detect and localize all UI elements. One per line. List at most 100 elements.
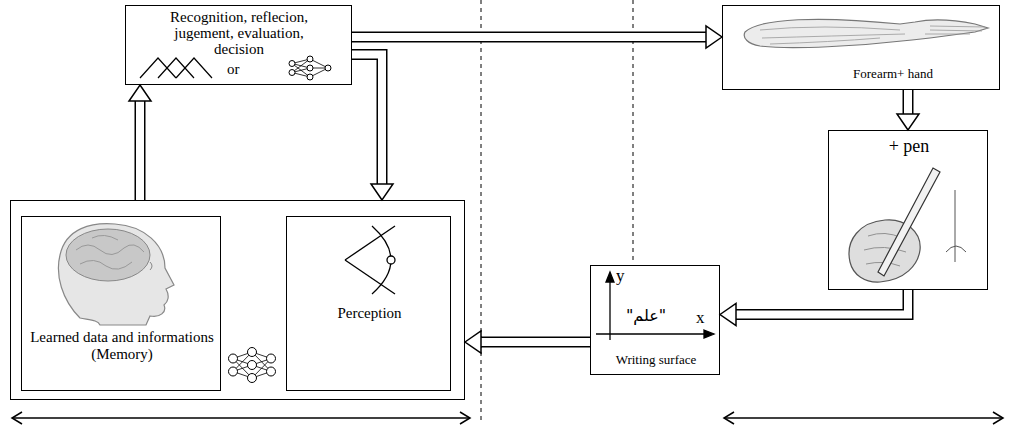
pen-box: + pen xyxy=(828,130,988,290)
box-label: Forearm+ hand xyxy=(793,66,993,81)
arrow-shaft xyxy=(352,55,382,185)
arrow-shaft xyxy=(904,90,912,115)
box-label: Learned data and informations (Memory) xyxy=(27,329,217,363)
neural-net-icon xyxy=(248,361,257,370)
written-word: "علم" xyxy=(626,305,666,327)
fuzzy-sets-icon xyxy=(176,58,212,78)
arrow-head xyxy=(465,331,481,353)
head-illustration xyxy=(150,262,152,270)
perception-symbol xyxy=(345,226,395,294)
extent-bracket xyxy=(12,412,22,424)
neural-net-icon xyxy=(229,354,238,363)
arrow-head xyxy=(897,114,919,130)
connective-word: or xyxy=(227,61,240,78)
arrow-shaft xyxy=(352,33,707,41)
arrow-head xyxy=(129,85,151,101)
forearm-illustration xyxy=(744,19,988,47)
hand-pen-illustration xyxy=(878,168,940,276)
arrow-shaft xyxy=(480,337,590,348)
label-holder: x xyxy=(696,308,705,328)
writing-axes xyxy=(606,272,614,282)
arrow-head xyxy=(706,26,722,48)
axis-label: x xyxy=(696,308,705,328)
neural-net-icon xyxy=(267,367,276,376)
flow-arrow xyxy=(129,85,151,200)
arrow-shaft xyxy=(480,338,590,346)
flow-arrow xyxy=(897,90,919,130)
label-holder: y xyxy=(616,266,625,286)
neural-net-icon xyxy=(229,56,332,383)
perception-symbol xyxy=(345,226,395,260)
writing-axes xyxy=(609,276,610,340)
fuzzy-sets-icon xyxy=(140,58,176,78)
neural-net-icon xyxy=(289,61,295,67)
neural-net-icon xyxy=(307,56,313,62)
neural-net-icon xyxy=(229,348,276,383)
perception-symbol xyxy=(345,260,395,294)
forearm-illustration xyxy=(925,26,985,34)
arrow-shaft xyxy=(735,290,908,315)
head-illustration xyxy=(92,235,118,240)
head-illustration xyxy=(80,260,132,269)
neural-net-icon xyxy=(289,56,331,80)
forearm-illustration xyxy=(762,34,905,38)
arrow-shaft xyxy=(903,90,914,115)
flow-arrow xyxy=(352,55,393,200)
fuzzy-sets-icon xyxy=(140,58,212,78)
arrow-shaft xyxy=(135,100,146,200)
perception-box: Perception xyxy=(286,216,451,391)
neural-net-icon xyxy=(307,65,313,71)
head-illustration xyxy=(66,229,150,281)
neural-net-icon xyxy=(267,354,276,363)
arrow-shaft xyxy=(352,32,707,43)
box-label: + pen xyxy=(829,136,989,157)
neural-net-icon xyxy=(229,367,238,376)
neural-net-icon xyxy=(325,65,331,71)
head-illustration xyxy=(58,224,174,325)
flow-arrow xyxy=(465,331,590,353)
extent-bracket xyxy=(724,417,1003,419)
arrow-shaft xyxy=(352,55,382,185)
arrow-head xyxy=(371,184,393,200)
neural-net-icon xyxy=(289,70,295,76)
forearm-illustration xyxy=(760,27,900,30)
head-illustration xyxy=(76,245,144,255)
forearm-box: Forearm+ hand xyxy=(722,5,1000,90)
memory-box: Learned data and informations (Memory) xyxy=(21,216,221,391)
writing-axes xyxy=(704,330,714,338)
box-label: Recognition, reflecion, jugement, evalua… xyxy=(159,9,319,57)
hand-pen-illustration xyxy=(946,246,966,252)
hand-pen-illustration xyxy=(849,168,966,282)
neural-net-icon xyxy=(307,74,313,80)
neural-net-icon xyxy=(248,374,257,383)
extent-bracket xyxy=(12,417,470,419)
perception-symbol xyxy=(387,256,395,264)
forearm-illustration xyxy=(744,19,988,47)
extent-bracket xyxy=(460,412,470,424)
box-label: Perception xyxy=(292,305,447,322)
zone-divider xyxy=(481,0,482,424)
cognition-box: Learned data and informations (Memory) Pe… xyxy=(10,200,465,400)
decision-box: Recognition, reflecion, jugement, evalua… xyxy=(125,5,352,85)
writing-axes xyxy=(596,333,708,334)
arrow-shaft xyxy=(136,100,144,200)
flow-arrow xyxy=(720,290,908,326)
axis-label: y xyxy=(616,266,625,286)
extent-bracket xyxy=(12,412,1003,424)
extent-bracket xyxy=(993,412,1003,424)
label-holder: "علم" xyxy=(626,305,666,327)
arrow-shaft xyxy=(735,290,908,315)
writing-axes xyxy=(596,272,714,340)
hand-pen-illustration xyxy=(955,190,956,262)
flow-arrow xyxy=(352,26,722,48)
neural-net-icon xyxy=(248,348,257,357)
zone-divider xyxy=(481,0,633,424)
forearm-illustration xyxy=(770,38,880,44)
box-label: Writing surface xyxy=(591,352,721,367)
arrow-head xyxy=(720,304,736,326)
extent-bracket xyxy=(724,412,734,424)
fuzzy-sets-icon xyxy=(158,58,194,78)
